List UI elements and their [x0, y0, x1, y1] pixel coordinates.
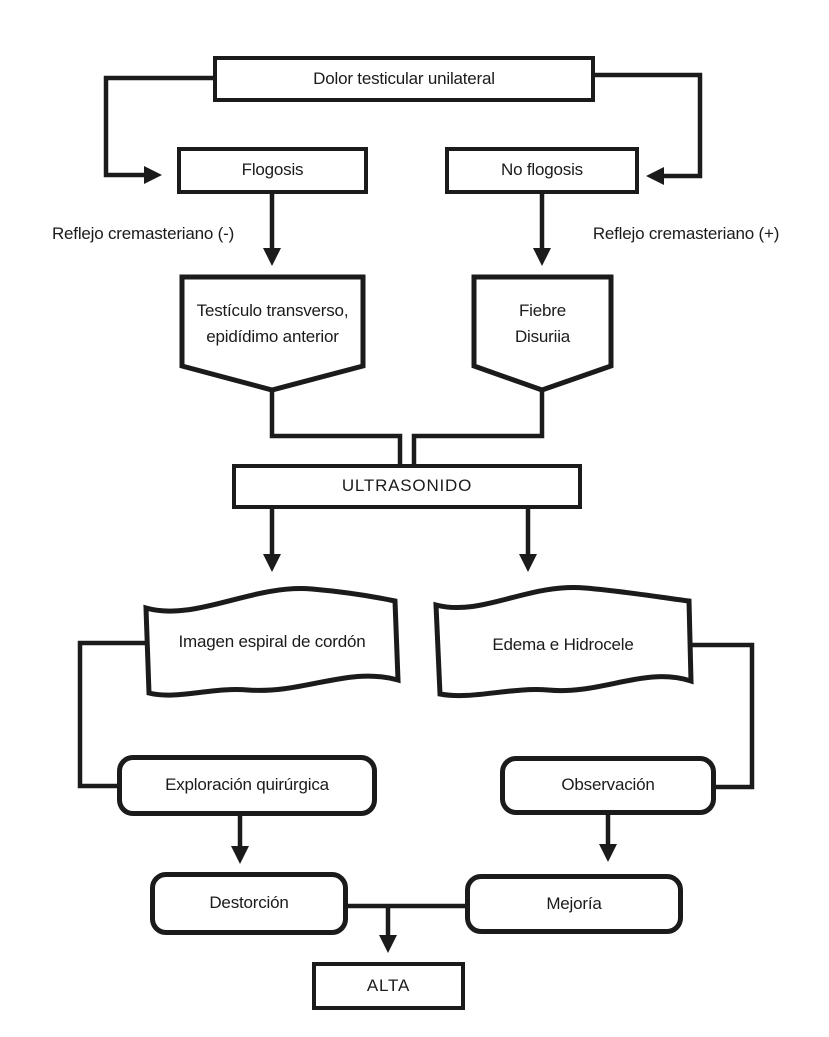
- connector-root-to-no-flogosis: [593, 72, 703, 179]
- arrowhead-into-flogosis: [144, 166, 162, 184]
- node-observacion: Observación: [500, 756, 716, 815]
- connector-right-finding-to-ultrasound: [411, 390, 545, 464]
- node-ultrasonido-label: ULTRASONIDO: [341, 476, 473, 496]
- node-right-result-label: Edema e Hidrocele: [492, 635, 634, 654]
- node-observacion-label: Observación: [561, 775, 655, 795]
- node-left-result: Imagen espiral de cordón: [150, 625, 394, 659]
- node-root: Dolor testicular unilateral: [213, 56, 595, 102]
- left-finding-line1: Testículo transverso,: [196, 301, 349, 320]
- wave-shape-left-result: [143, 586, 401, 698]
- wave-shape-right-result: [433, 585, 694, 699]
- node-no-flogosis: No flogosis: [445, 147, 639, 194]
- node-alta-label: ALTA: [366, 975, 411, 995]
- arrowhead-into-left-finding: [263, 248, 281, 266]
- node-flogosis-label: Flogosis: [241, 160, 304, 180]
- node-left-finding: Testículo transverso, epidídimo anterior: [182, 290, 363, 358]
- arrowhead-into-right-finding: [533, 248, 551, 266]
- pentagon-right-finding: [471, 274, 614, 393]
- connector-root-to-flogosis: [103, 75, 213, 178]
- label-reflejo-positivo: Reflejo cremasteriano (+): [592, 224, 780, 243]
- node-destorcion-label: Destorción: [209, 893, 289, 913]
- label-reflejo-negativo: Reflejo cremasteriano (-): [51, 224, 235, 243]
- connector-left-finding-to-ultrasound: [269, 390, 403, 464]
- arrowhead-into-left-result: [263, 554, 281, 572]
- node-mejoria: Mejoría: [465, 874, 683, 934]
- arrowhead-into-mejoria: [599, 844, 617, 862]
- arrowhead-into-right-result: [519, 554, 537, 572]
- left-finding-line2: epidídimo anterior: [206, 327, 339, 346]
- node-mejoria-label: Mejoría: [546, 893, 602, 913]
- node-root-label: Dolor testicular unilateral: [313, 68, 495, 88]
- arrowhead-into-destorcion: [231, 846, 249, 864]
- node-flogosis: Flogosis: [177, 147, 368, 194]
- connector-left-result-to-exploration: [77, 640, 146, 789]
- node-left-result-label: Imagen espiral de cordón: [178, 632, 366, 651]
- pentagon-left-finding: [179, 274, 366, 393]
- connector-right-result-to-observation: [690, 642, 755, 790]
- right-finding-line2: Disuriia: [514, 327, 571, 346]
- right-finding-line1: Fiebre: [519, 301, 566, 320]
- node-ultrasonido: ULTRASONIDO: [232, 464, 582, 509]
- node-right-finding: Fiebre Disuriia: [474, 290, 611, 358]
- node-destorcion: Destorción: [150, 872, 348, 935]
- node-no-flogosis-label: No flogosis: [501, 160, 583, 180]
- arrowhead-into-no-flogosis: [646, 167, 664, 185]
- node-alta: ALTA: [312, 962, 465, 1010]
- node-exploracion: Exploración quirúrgica: [117, 755, 377, 816]
- node-exploracion-label: Exploración quirúrgica: [165, 775, 329, 795]
- node-right-result: Edema e Hidrocele: [438, 628, 688, 662]
- arrowhead-into-alta: [379, 935, 397, 953]
